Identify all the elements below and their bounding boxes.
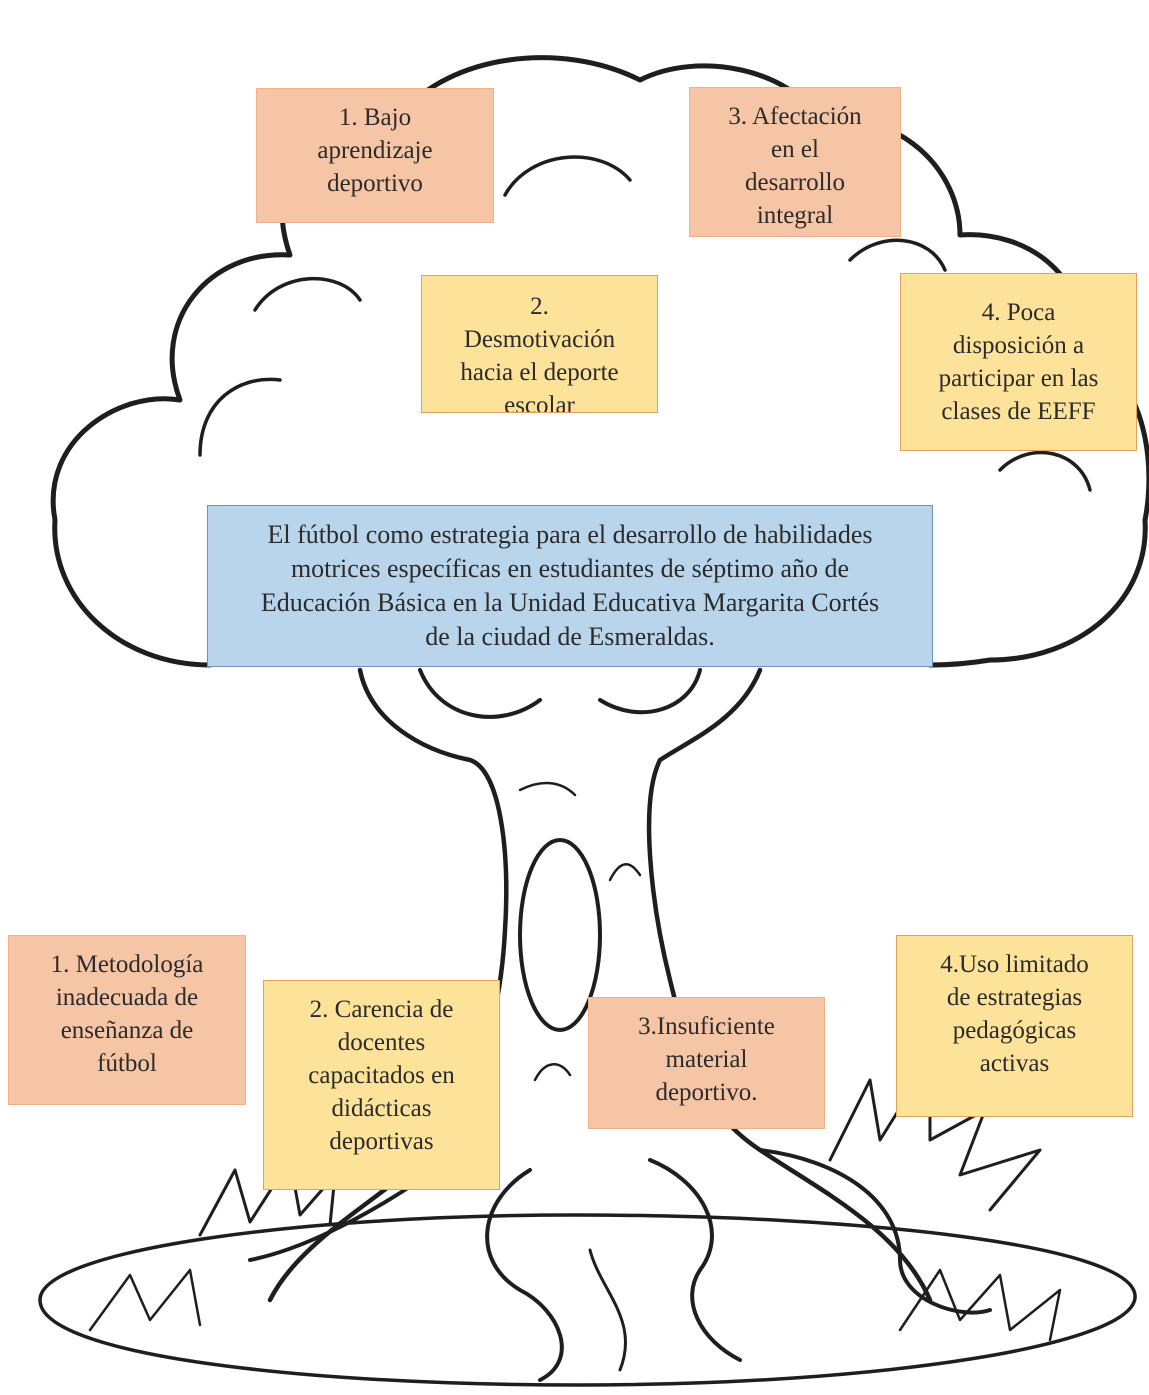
central-problem-box: El fútbol como estrategia para el desarr…: [207, 505, 933, 667]
grass-front-right: [898, 1268, 1062, 1342]
canopy-curl-4: [848, 238, 947, 272]
effect-text-3: 3. Afectación en el desarrollo integral: [728, 103, 862, 229]
bark-line-1: [518, 781, 577, 797]
grass-right: [828, 1058, 1042, 1212]
root-3: [758, 1148, 992, 1315]
trunk-left: [267, 667, 509, 1303]
root-5: [588, 1248, 627, 1372]
bark-line-2: [608, 863, 642, 882]
canopy-curl-2: [253, 277, 362, 312]
cause-box-2: 2. Carencia de docentes capacitados en d…: [263, 980, 500, 1190]
cause-box-1: 1. Metodología inadecuada de enseñanza d…: [8, 935, 246, 1105]
trunk-knot: [518, 838, 602, 1032]
bark-line-3: [533, 1063, 572, 1082]
trunk-right: [646, 667, 933, 1303]
branch-left: [418, 668, 542, 719]
root-2: [648, 1158, 742, 1362]
cause-text-4: 4.Uso limitado de estrategias pedagógica…: [940, 951, 1089, 1077]
effect-box-1: 1. Bajo aprendizaje deportivo: [256, 88, 494, 223]
ground-outline: [38, 1213, 1137, 1387]
grass-front-left: [88, 1268, 202, 1332]
canopy-curl-1: [198, 377, 282, 457]
cause-box-3: 3.Insuficiente material deportivo.: [588, 997, 825, 1129]
effect-text-1: 1. Bajo aprendizaje deportivo: [317, 104, 433, 197]
cause-text-1: 1. Metodología inadecuada de enseñanza d…: [50, 951, 204, 1077]
effect-box-3: 3. Afectación en el desarrollo integral: [689, 87, 901, 237]
canopy-curl-5: [998, 450, 1092, 492]
central-problem-text: El fútbol como estrategia para el desarr…: [260, 520, 880, 651]
root-1: [485, 1168, 564, 1382]
cause-text-2: 2. Carencia de docentes capacitados en d…: [308, 996, 455, 1155]
effect-box-2: 2. Desmotivación hacia el deporte escola…: [421, 275, 658, 413]
root-4: [248, 1178, 422, 1262]
branch-right: [598, 668, 702, 715]
cause-text-3: 3.Insuficiente material deportivo.: [638, 1013, 775, 1106]
effect-box-4: 4. Poca disposición a participar en las …: [900, 273, 1137, 451]
effect-text-2: 2. Desmotivación hacia el deporte escola…: [460, 293, 619, 413]
effect-text-4: 4. Poca disposición a participar en las …: [938, 299, 1099, 425]
cause-box-4: 4.Uso limitado de estrategias pedagógica…: [896, 935, 1133, 1117]
canopy-curl-3: [503, 155, 632, 197]
